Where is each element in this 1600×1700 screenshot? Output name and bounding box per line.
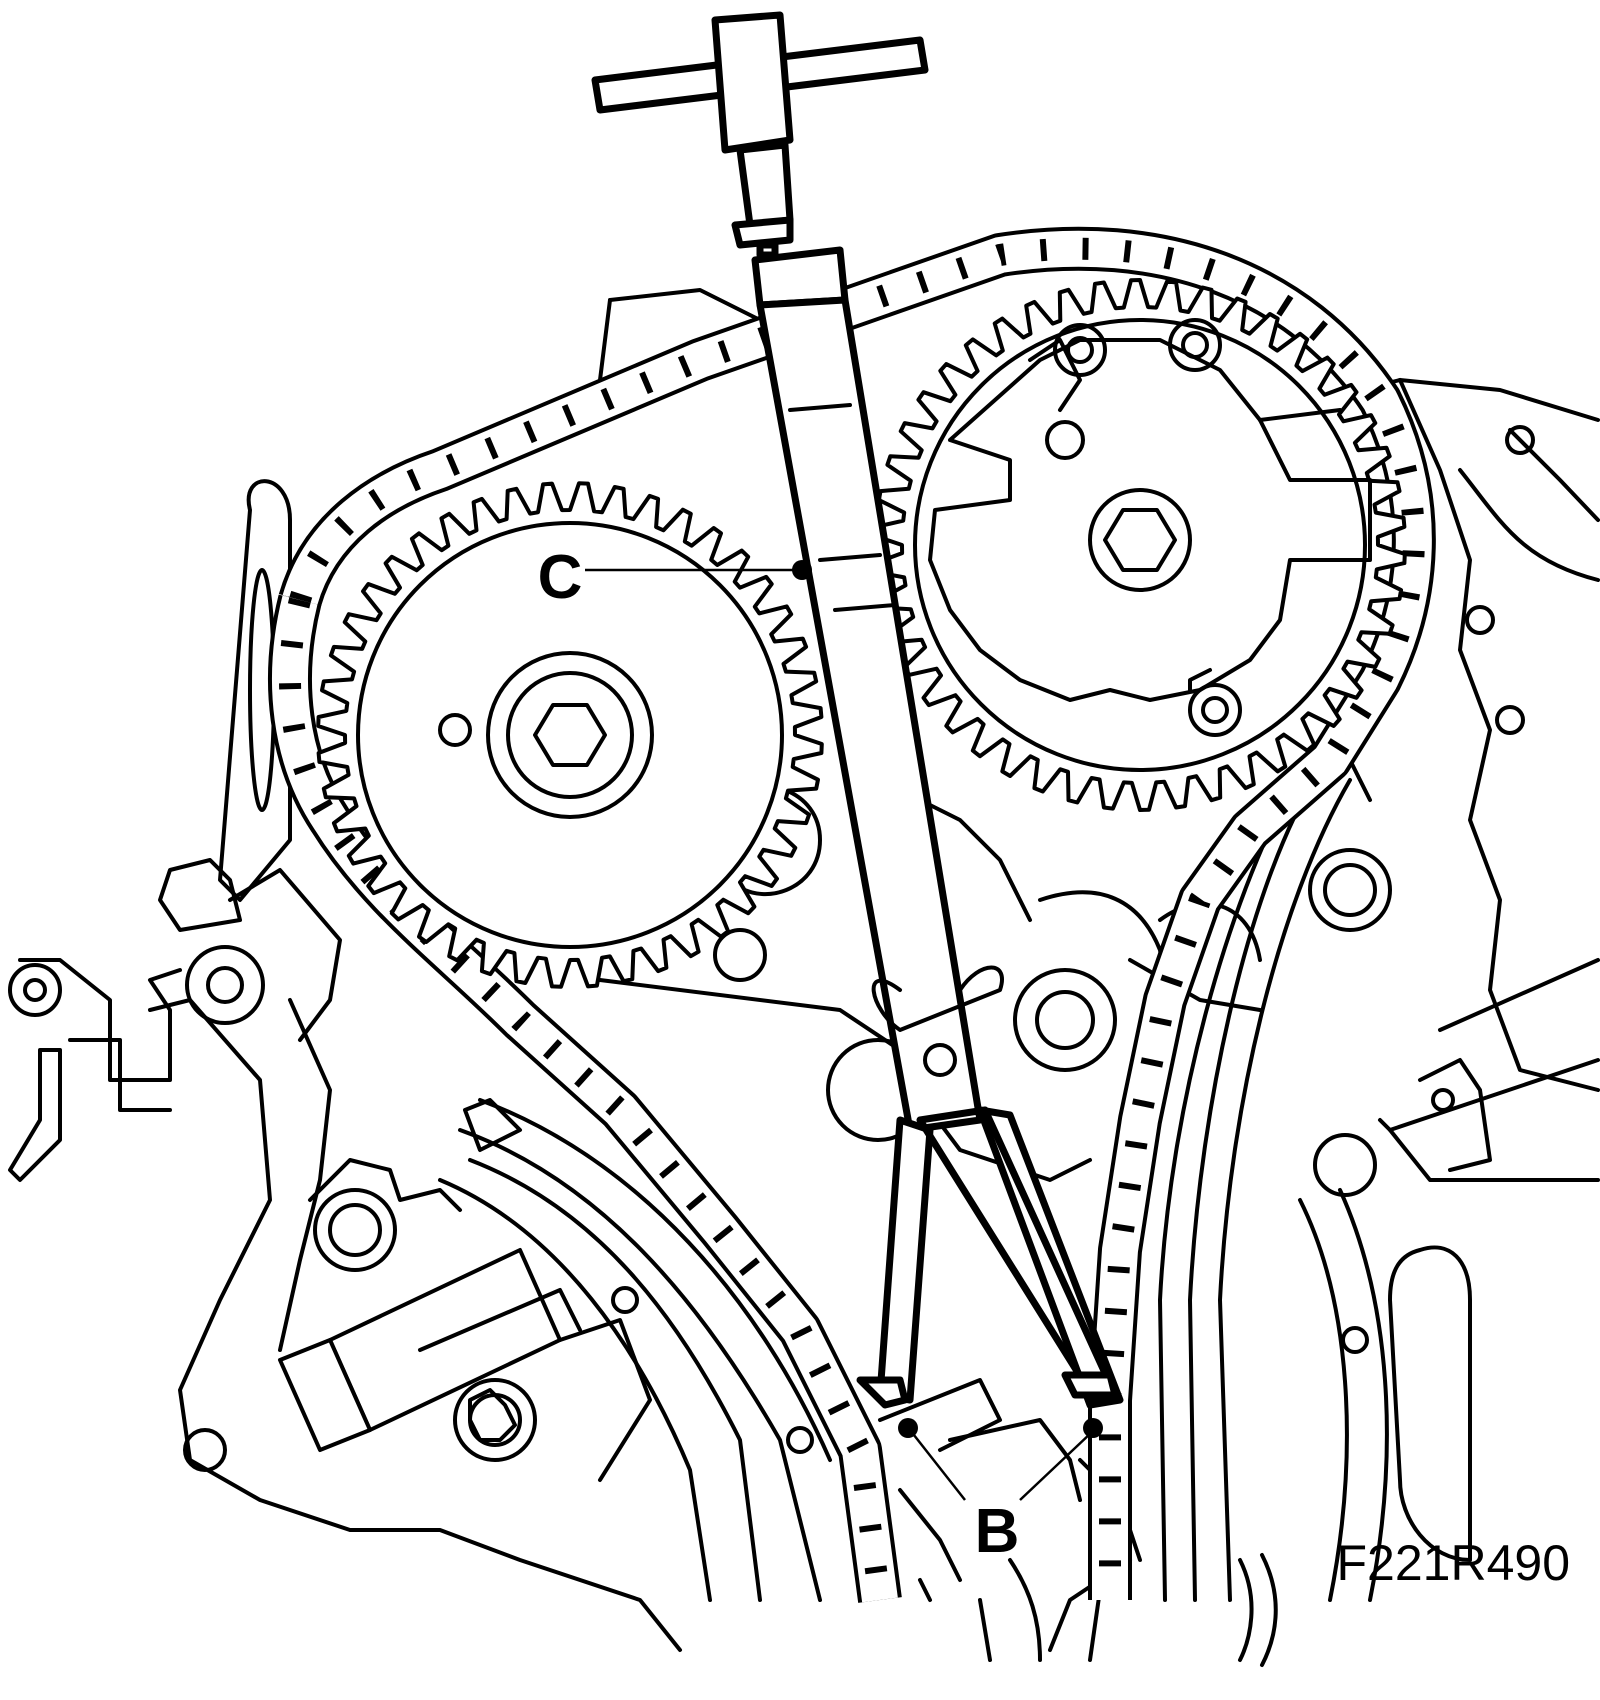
callout-b-label: B bbox=[975, 1497, 1020, 1566]
left-camshaft-sprocket bbox=[316, 481, 824, 989]
callout-c: C bbox=[538, 543, 812, 612]
locking-tool bbox=[591, 11, 1124, 1409]
callout-b: B bbox=[898, 1418, 1103, 1566]
figure-reference: F221R490 bbox=[1337, 1535, 1571, 1591]
callout-c-dot bbox=[792, 560, 812, 580]
engine-casting bbox=[8, 288, 1600, 1667]
callout-b-dot-left bbox=[898, 1418, 918, 1438]
timing-chain bbox=[268, 226, 1436, 1603]
callout-b-dot-right bbox=[1083, 1418, 1103, 1438]
right-camshaft-sprocket bbox=[873, 278, 1407, 812]
callout-c-label: C bbox=[538, 543, 583, 612]
